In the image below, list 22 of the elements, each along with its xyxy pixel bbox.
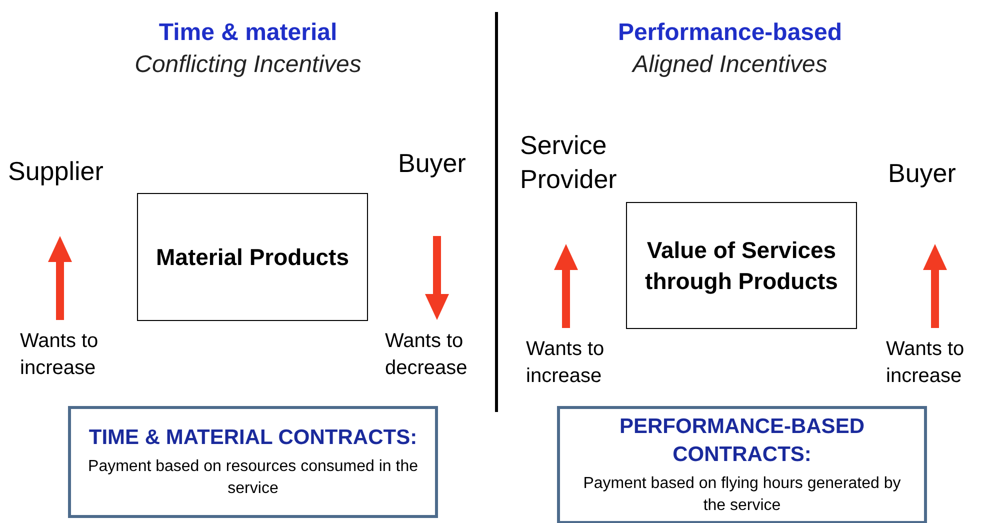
section-heading: Performance-based	[616, 18, 844, 48]
process-box	[626, 202, 857, 329]
contract-description: Payment based on resources consumed in the service	[87, 457, 419, 499]
role-label: Buyer	[888, 157, 957, 190]
section-subtitle: Aligned Incentives	[630, 50, 828, 80]
contract-heading: PERFORMANCE-BASED CONTRACTS:	[618, 414, 866, 468]
incentive-note: Wants to increase	[886, 337, 966, 389]
box-label: Value of Services through Products	[644, 236, 839, 296]
incentive-note: Wants to increase	[526, 337, 606, 389]
contract-box	[68, 406, 438, 518]
contract-heading: TIME & MATERIAL CONTRACTS:	[88, 425, 418, 451]
section-heading: Time & material	[158, 18, 338, 48]
role-label: Service Provider	[520, 129, 618, 196]
section-subtitle: Conflicting Incentives	[134, 50, 362, 80]
contract-description: Payment based on flying hours generated by the service	[582, 474, 902, 516]
incentive-note: Wants to decrease	[385, 329, 468, 381]
incentive-note: Wants to increase	[20, 329, 100, 381]
role-label: Supplier	[8, 155, 104, 188]
process-box	[137, 193, 368, 321]
role-label: Buyer	[398, 147, 467, 180]
box-label: Material Products	[156, 242, 349, 272]
contract-box	[557, 406, 927, 523]
